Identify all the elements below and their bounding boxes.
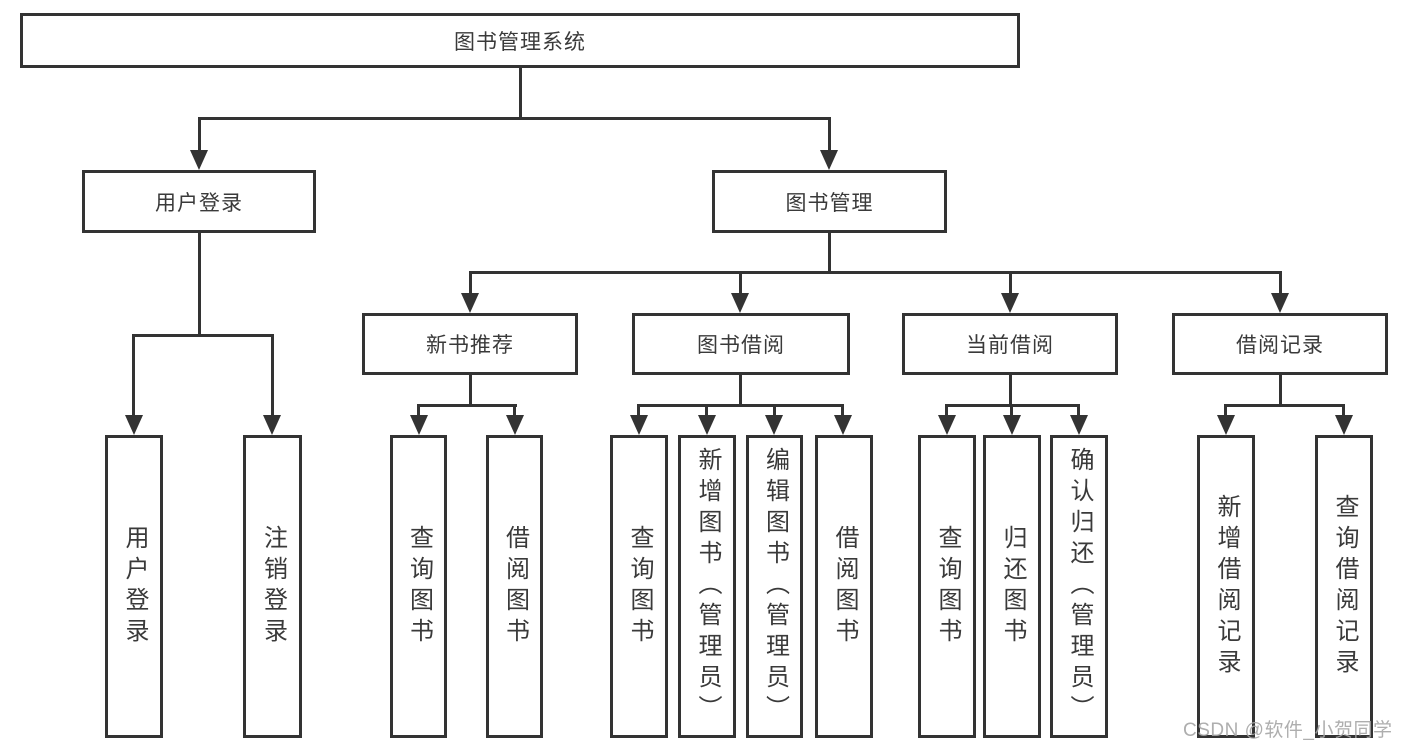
connector-line <box>1279 271 1282 296</box>
arrow-down-icon <box>410 415 428 435</box>
node-book-management: 图书管理 <box>712 170 947 233</box>
node-book-borrowing: 图书借阅 <box>632 313 850 375</box>
node-label: 当前借阅 <box>966 334 1054 357</box>
node-label: 新增图书（管理员） <box>694 447 721 726</box>
connector-line <box>637 404 640 417</box>
arrow-down-icon <box>630 415 648 435</box>
connector-line <box>271 334 274 417</box>
node-label: 确认归还（管理员） <box>1066 447 1093 726</box>
connector-line <box>739 271 742 296</box>
connector-line <box>469 271 1282 274</box>
leaf-borrow-books-newbook: 借阅图书 <box>486 435 543 738</box>
connector-line <box>1077 404 1080 417</box>
node-label: 查询图书 <box>934 524 961 649</box>
arrow-down-icon <box>698 415 716 435</box>
connector-line <box>828 233 831 273</box>
arrow-down-icon <box>1335 415 1353 435</box>
connector-line <box>739 375 742 407</box>
connector-line <box>469 375 472 407</box>
connector-line <box>828 117 831 152</box>
connector-line <box>1009 375 1012 407</box>
connector-line <box>198 117 831 120</box>
node-label: 图书借阅 <box>697 334 785 357</box>
leaf-borrow-books-borrowing: 借阅图书 <box>815 435 873 738</box>
node-new-book-recommend: 新书推荐 <box>362 313 578 375</box>
leaf-confirm-return-admin: 确认归还（管理员） <box>1050 435 1108 738</box>
node-label: 新增借阅记录 <box>1213 493 1240 680</box>
connector-line <box>132 334 135 417</box>
connector-line <box>417 404 420 417</box>
arrow-down-icon <box>765 415 783 435</box>
leaf-user-login: 用户登录 <box>105 435 163 738</box>
connector-line <box>198 233 201 337</box>
arrow-down-icon <box>125 415 143 435</box>
arrow-down-icon <box>263 415 281 435</box>
node-label: 借阅图书 <box>501 524 529 649</box>
csdn-watermark: CSDN @软件_小贺同学 <box>1183 720 1393 741</box>
connector-line <box>1224 404 1345 407</box>
arrow-down-icon <box>834 415 852 435</box>
arrow-down-icon <box>1217 415 1235 435</box>
node-label: 借阅图书 <box>831 524 858 649</box>
node-user-login: 用户登录 <box>82 170 316 233</box>
arrow-down-icon <box>461 293 479 313</box>
connector-line <box>513 404 516 417</box>
node-borrowing-records: 借阅记录 <box>1172 313 1388 375</box>
node-library-system: 图书管理系统 <box>20 13 1020 68</box>
arrow-down-icon <box>190 150 208 170</box>
leaf-query-books-borrowing: 查询图书 <box>610 435 668 738</box>
node-label: 查询借阅记录 <box>1331 493 1358 680</box>
node-label: 借阅记录 <box>1236 334 1324 357</box>
connector-line <box>705 404 708 417</box>
leaf-add-books-admin: 新增图书（管理员） <box>678 435 736 738</box>
node-label: 查询图书 <box>626 524 653 649</box>
leaf-query-books-newbook: 查询图书 <box>390 435 447 738</box>
connector-line <box>1279 375 1282 407</box>
arrow-down-icon <box>1001 293 1019 313</box>
connector-line <box>417 404 517 407</box>
connector-line <box>841 404 844 417</box>
arrow-down-icon <box>938 415 956 435</box>
leaf-return-books: 归还图书 <box>983 435 1041 738</box>
connector-line <box>773 404 776 417</box>
node-label: 新书推荐 <box>426 334 514 357</box>
node-label: 注销登录 <box>259 524 287 649</box>
leaf-query-books-current: 查询图书 <box>918 435 976 738</box>
connector-line <box>1342 404 1345 417</box>
arrow-down-icon <box>1271 293 1289 313</box>
connector-line <box>1010 404 1013 417</box>
connector-line <box>1224 404 1227 417</box>
node-label: 编辑图书（管理员） <box>761 447 789 726</box>
arrow-down-icon <box>1003 415 1021 435</box>
connector-line <box>469 271 472 296</box>
node-current-borrowing: 当前借阅 <box>902 313 1118 375</box>
arrow-down-icon <box>820 150 838 170</box>
arrow-down-icon <box>1070 415 1088 435</box>
node-label: 查询图书 <box>405 524 433 649</box>
leaf-query-borrow-record: 查询借阅记录 <box>1315 435 1373 738</box>
node-label: 图书管理 <box>785 191 874 215</box>
node-label: 用户登录 <box>155 191 243 215</box>
node-label: 图书管理系统 <box>454 30 586 54</box>
node-label: 归还图书 <box>999 524 1026 649</box>
connector-line <box>945 404 948 417</box>
connector-line <box>1009 271 1012 296</box>
connector-line <box>198 117 201 152</box>
connector-line <box>637 404 844 407</box>
connector-line <box>132 334 274 337</box>
leaf-edit-books-admin: 编辑图书（管理员） <box>746 435 803 738</box>
connector-line <box>519 68 522 120</box>
node-label: 用户登录 <box>121 524 148 649</box>
arrow-down-icon <box>506 415 524 435</box>
leaf-logout: 注销登录 <box>243 435 302 738</box>
leaf-add-borrow-record: 新增借阅记录 <box>1197 435 1255 738</box>
arrow-down-icon <box>731 293 749 313</box>
